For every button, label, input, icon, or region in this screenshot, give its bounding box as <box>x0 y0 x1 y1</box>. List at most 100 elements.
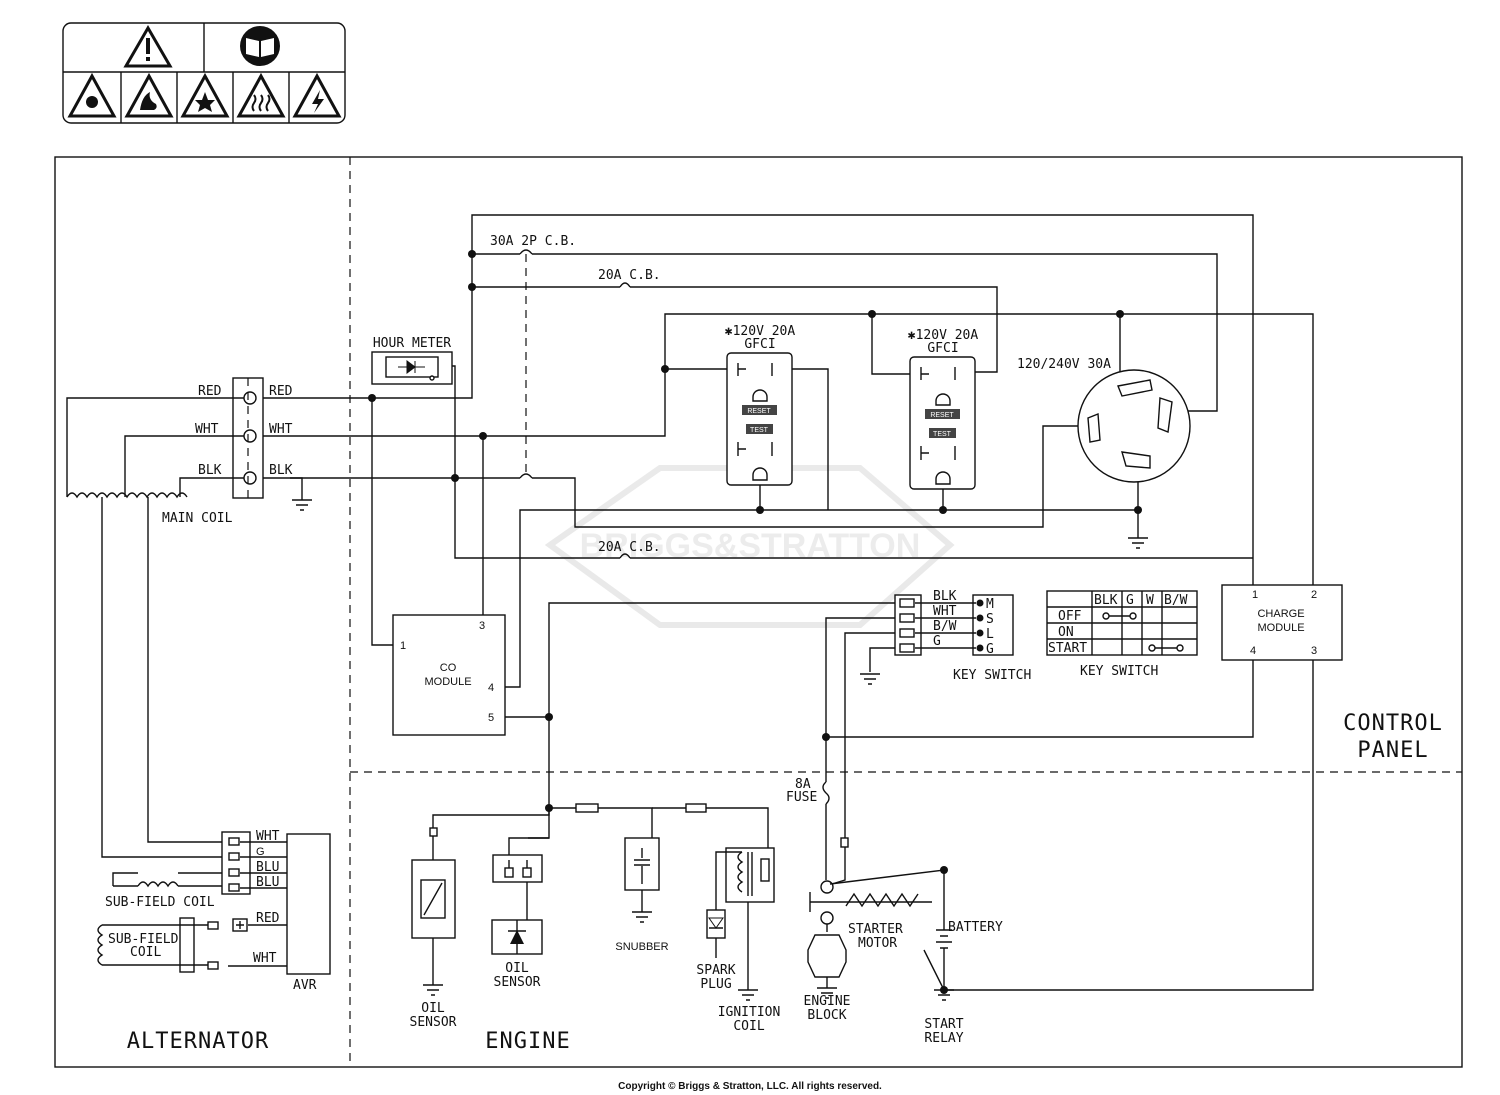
snubber <box>575 803 660 923</box>
avr-wht2: WHT <box>253 951 277 966</box>
alternator-terminal-block <box>232 377 264 499</box>
sub-field-coil-2-label-1: SUB-FIELD <box>108 932 179 947</box>
alternator-section-label: ALTERNATOR <box>127 1029 269 1054</box>
manual-icon <box>240 26 280 66</box>
alt-wht-label-right: WHT <box>269 422 293 437</box>
ks-blk: BLK <box>933 589 957 604</box>
starter-motor-label-1: STARTER <box>848 922 903 937</box>
ignition-coil-label-2: COIL <box>733 1019 764 1034</box>
hour-meter: HOUR METER <box>371 336 453 385</box>
ks-wht: WHT <box>933 604 957 619</box>
gfci1-rating: ✱120V 20A <box>725 324 796 339</box>
oil-sensor-2 <box>491 854 543 955</box>
safety-icon-panel <box>62 22 346 124</box>
electric-shock-icon <box>292 72 342 118</box>
start-relay-label-2: RELAY <box>924 1031 963 1046</box>
oil-sensor-1-label-2: SENSOR <box>410 1015 457 1030</box>
co-module-label-1: CO <box>440 662 457 674</box>
gfci2-rating: ✱120V 20A <box>908 328 979 343</box>
kt-off: OFF <box>1058 609 1082 624</box>
gfci2-label: GFCI <box>927 341 958 356</box>
engine-block-label-2: BLOCK <box>807 1008 846 1023</box>
fuse-symbol <box>822 781 830 805</box>
ignition-coil <box>685 803 775 1001</box>
co-pin-5: 5 <box>488 712 494 724</box>
alt-wht-label-left: WHT <box>195 422 219 437</box>
ground-icon <box>860 673 880 685</box>
control-section-label-2: PANEL <box>1357 738 1428 763</box>
charge-module <box>1221 584 1343 661</box>
ks-g: G <box>933 634 941 649</box>
breaker-symbols <box>519 249 631 559</box>
fuse-rating: 8A <box>795 777 811 792</box>
explosion-icon <box>180 72 230 118</box>
gfci2-test-label: TEST <box>933 431 952 438</box>
main-coil-label: MAIN COIL <box>162 511 233 526</box>
kt-blk: BLK <box>1094 593 1118 608</box>
sub-field-coil-2-label-2: COIL <box>130 945 161 960</box>
battery-label: BATTERY <box>948 920 1003 935</box>
oil-sensor-1 <box>411 827 456 996</box>
start-relay-label-1: START <box>924 1017 963 1032</box>
kt-start: START <box>1048 641 1087 656</box>
copyright-notice: Copyright © Briggs & Stratton, LLC. All … <box>618 1081 882 1092</box>
oil-sensor-2-label-2: SENSOR <box>494 975 541 990</box>
breaker-20a-2-label: 20A C.B. <box>598 540 661 555</box>
ks-s: S <box>986 612 994 627</box>
co-pin-4: 4 <box>488 682 494 694</box>
sub-field-coil-2 <box>97 921 219 970</box>
spark-plug-label-1: SPARK <box>696 963 735 978</box>
avr-wht: WHT <box>256 829 280 844</box>
gfci-outlet-2: RESET TEST <box>909 356 976 490</box>
spark-plug-label-2: PLUG <box>700 977 731 992</box>
ignition-coil-label-1: IGNITION <box>718 1005 781 1020</box>
kt-g: G <box>1126 593 1134 608</box>
twistlock-label: 120/240V 30A <box>1017 357 1111 372</box>
cm-pin-3: 3 <box>1311 645 1317 657</box>
starter-motor-label-2: MOTOR <box>858 936 897 951</box>
cm-pin-4: 4 <box>1250 645 1256 657</box>
ks-m: M <box>986 597 994 612</box>
oil-sensor-1-label-1: OIL <box>421 1001 445 1016</box>
gfci-outlet-1: RESET TEST <box>726 352 793 486</box>
gfci2-reset-label: RESET <box>930 412 954 419</box>
alt-blk-label-right: BLK <box>269 463 293 478</box>
alt-red-label-left: RED <box>198 384 222 399</box>
co-pin-3: 3 <box>479 620 485 632</box>
fuse-label: FUSE <box>786 790 817 805</box>
cm-pin-1: 1 <box>1252 589 1258 601</box>
hour-meter-label: HOUR METER <box>373 336 451 351</box>
sub-field-coil-1-label: SUB-FIELD COIL <box>105 895 215 910</box>
key-switch-label: KEY SWITCH <box>953 668 1031 683</box>
fire-icon <box>124 72 174 118</box>
ground-icon <box>1128 537 1148 549</box>
ks-bw: B/W <box>933 619 957 634</box>
spark-plug <box>706 909 726 958</box>
starter-motor <box>807 911 847 999</box>
main-coil <box>66 397 244 499</box>
oil-sensor-2-label-1: OIL <box>505 961 529 976</box>
charge-module-label-1: CHARGE <box>1257 608 1304 620</box>
co-module <box>392 614 506 736</box>
avr-label: AVR <box>293 978 317 993</box>
ks-l: L <box>986 627 994 642</box>
key-table-label: KEY SWITCH <box>1080 664 1158 679</box>
key-switch <box>894 594 1014 656</box>
avr-blu1: BLU <box>256 860 279 875</box>
main-breaker-label: 30A 2P C.B. <box>490 234 576 249</box>
warning-icon <box>123 25 173 68</box>
junction-dots <box>368 250 1142 994</box>
co-pin-1: 1 <box>400 640 406 652</box>
ground-icon <box>292 499 312 511</box>
avr-blu2: BLU <box>256 875 279 890</box>
charge-module-label-2: MODULE <box>1257 622 1304 634</box>
gfci1-reset-label: RESET <box>747 408 771 415</box>
control-section-label-1: CONTROL <box>1343 711 1443 736</box>
kt-bw: B/W <box>1164 593 1188 608</box>
alt-red-label-right: RED <box>269 384 293 399</box>
co-module-label-2: MODULE <box>424 676 471 688</box>
avr-red: RED <box>256 911 280 926</box>
ks-gt: G <box>986 642 994 657</box>
sub-field-coil-1 <box>113 881 222 888</box>
